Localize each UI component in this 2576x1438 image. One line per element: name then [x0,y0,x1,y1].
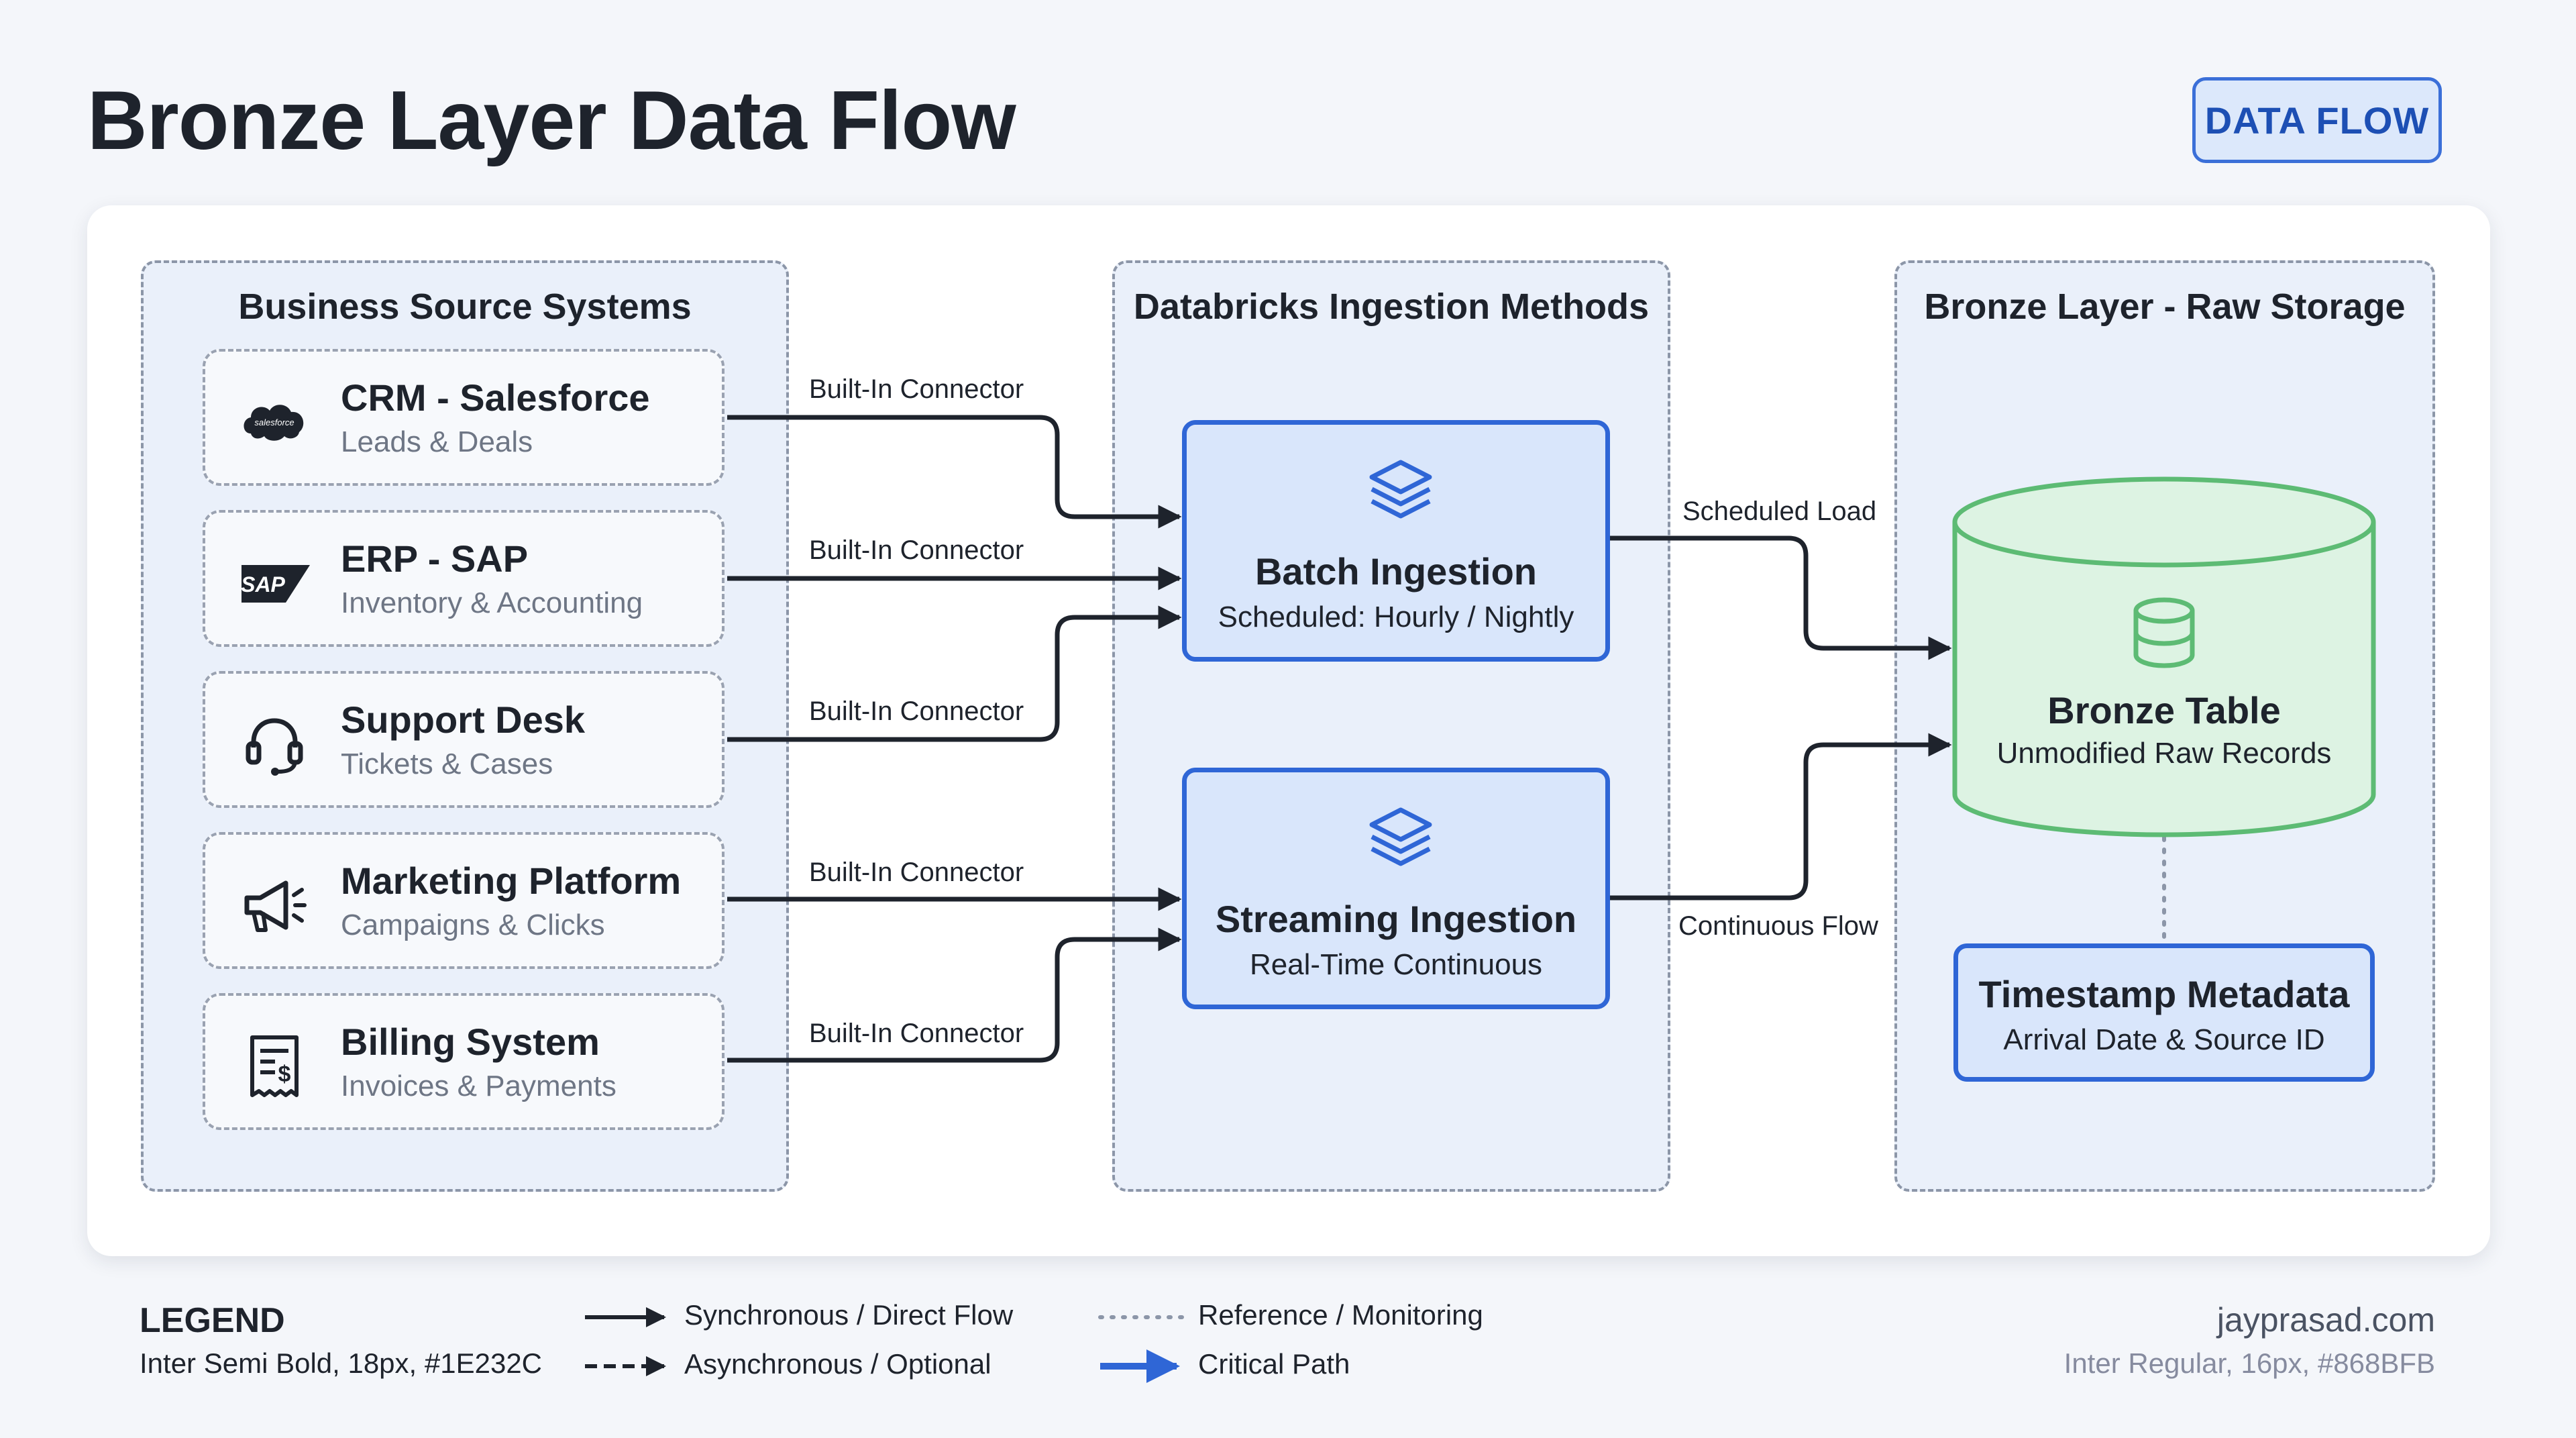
bronze-table-sub: Unmodified Raw Records [1996,737,2332,770]
source-sub: Inventory & Accounting [341,586,643,619]
legend-label-critical: Critical Path [1198,1348,1350,1380]
layers-icon [1369,460,1432,519]
source-sub: Leads & Deals [341,425,533,458]
edge-label-crm: Built-In Connector [809,374,1024,404]
site-credit[interactable]: jayprasad.com [2216,1301,2435,1339]
source-sub: Invoices & Payments [341,1070,616,1102]
edge-label-erp: Built-In Connector [809,535,1024,565]
source-card-crm[interactable]: salesforce CRM - Salesforce Leads & Deal… [203,349,724,486]
edge-label-marketing: Built-In Connector [809,858,1024,887]
legend-note: Inter Semi Bold, 18px, #1E232C [140,1347,543,1379]
source-name: ERP - SAP [341,537,529,580]
page-title: Bronze Layer Data Flow [87,74,1016,167]
legend-label-dotted: Reference / Monitoring [1198,1299,1483,1331]
legend-samples [585,1307,1184,1383]
batch-ingestion-sub: Scheduled: Hourly / Nightly [1218,601,1574,633]
group-title-sources: Business Source Systems [238,287,692,327]
invoice-icon: $ [250,1035,299,1097]
legend-label-solid: Synchronous / Direct Flow [684,1299,1014,1331]
source-card-support[interactable]: Support Desk Tickets & Cases [203,671,724,808]
layers-icon [1369,807,1432,866]
edge-crm-to-batch [727,415,1182,529]
edge-billing-to-streaming [727,927,1182,1063]
svg-text:SAP: SAP [241,572,285,597]
headset-icon [246,718,303,776]
megaphone-icon [244,880,307,932]
edge-label-continuous-flow: Continuous Flow [1678,911,1878,941]
edge-batch-to-bronze [1610,535,1952,660]
database-icon [2133,597,2195,668]
group-ingestion-methods: Databricks Ingestion Methods [1112,260,1670,1192]
group-title-methods: Databricks Ingestion Methods [1133,287,1650,327]
bronze-table-title: Bronze Table [2047,689,2281,731]
source-sub: Tickets & Cases [341,748,553,780]
bronze-table-cylinder [1952,476,2376,837]
svg-text:salesforce: salesforce [254,417,294,427]
edge-label-scheduled-load: Scheduled Load [1682,497,1877,526]
edge-label-support: Built-In Connector [809,697,1024,726]
streaming-ingestion-box[interactable]: Streaming Ingestion Real-Time Continuous [1182,768,1610,1009]
edge-streaming-to-bronze [1610,733,1952,901]
source-name: CRM - Salesforce [341,376,650,419]
source-card-marketing[interactable]: Marketing Platform Campaigns & Clicks [203,832,724,969]
source-name: Marketing Platform [341,860,682,902]
legend-label-dashed: Asynchronous / Optional [684,1348,991,1380]
streaming-ingestion-sub: Real-Time Continuous [1249,948,1543,981]
data-flow-badge: DATA FLOW [2192,77,2442,163]
site-credit-note: Inter Regular, 16px, #868BFB [2063,1347,2435,1379]
source-card-erp[interactable]: SAP ERP - SAP Inventory & Accounting [203,510,724,647]
group-title-storage: Bronze Layer - Raw Storage [1924,287,2406,327]
salesforce-cloud-icon: salesforce [244,405,304,441]
svg-text:$: $ [278,1062,291,1087]
timestamp-metadata-title: Timestamp Metadata [1978,973,2350,1015]
edge-label-billing: Built-In Connector [809,1019,1024,1048]
sap-logo-icon: SAP [241,565,310,603]
source-name: Support Desk [341,699,586,741]
streaming-ingestion-title: Streaming Ingestion [1215,898,1577,940]
timestamp-metadata-sub: Arrival Date & Source ID [2003,1023,2325,1056]
source-name: Billing System [341,1021,600,1063]
legend-title: LEGEND [140,1301,285,1340]
timestamp-metadata-box[interactable]: Timestamp Metadata Arrival Date & Source… [1953,943,2375,1082]
edge-support-to-batch [727,605,1182,742]
source-sub: Campaigns & Clicks [341,909,605,941]
batch-ingestion-title: Batch Ingestion [1254,550,1538,593]
batch-ingestion-box[interactable]: Batch Ingestion Scheduled: Hourly / Nigh… [1182,420,1610,662]
source-card-billing[interactable]: $ Billing System Invoices & Payments [203,993,724,1130]
